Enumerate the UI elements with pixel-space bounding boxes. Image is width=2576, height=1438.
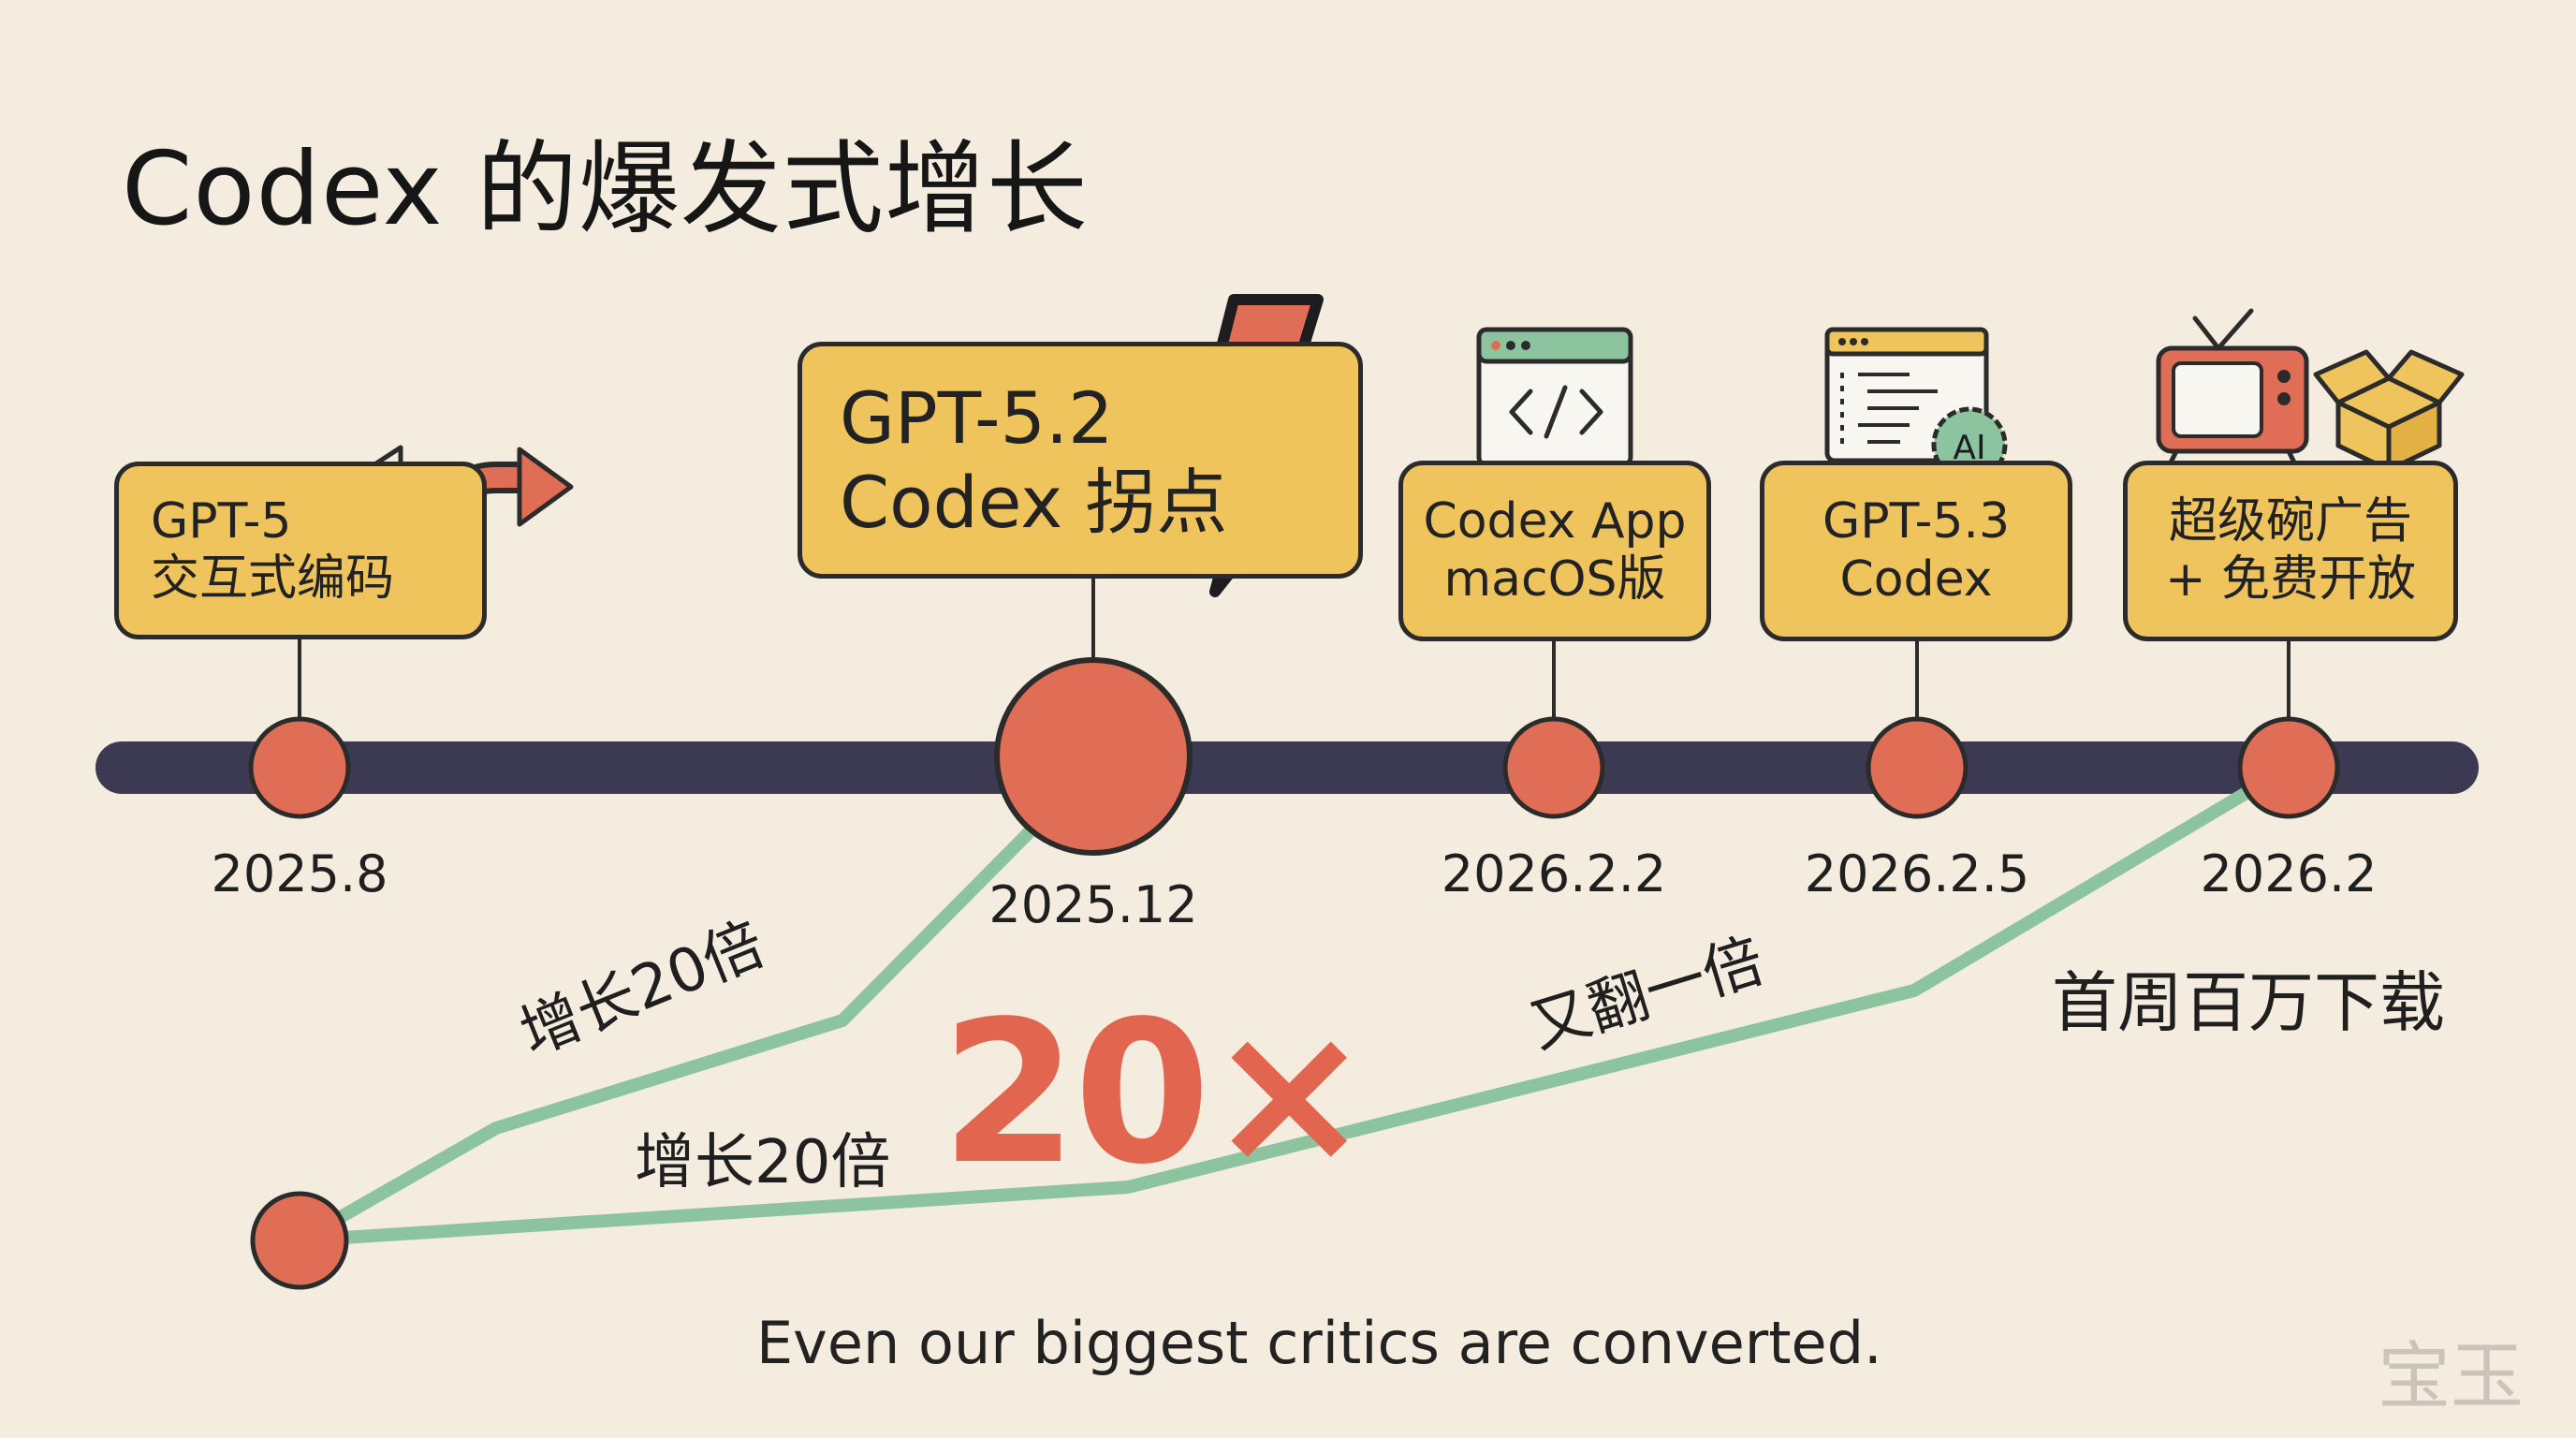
- date-label-4: 2026.2.5: [1804, 844, 2030, 903]
- milestone-card-superbowl: 超级碗广告 + 免费开放: [2123, 461, 2458, 641]
- milestone-5-line-2: + 免费开放: [2164, 550, 2417, 608]
- milestone-2-line-2: Codex 拐点: [840, 460, 1228, 544]
- milestone-2-line-1: GPT-5.2: [840, 375, 1114, 460]
- milestone-1-line-2: 交互式编码: [151, 550, 395, 607]
- milestone-4-line-1: GPT-5.3: [1822, 493, 2011, 550]
- milestone-card-codex-app: Codex App macOS版: [1398, 461, 1711, 641]
- date-label-5: 2026.2: [2200, 844, 2378, 903]
- code-window-icon: [1476, 327, 1633, 469]
- watermark: 宝玉: [2378, 1335, 2525, 1419]
- timeline-node-2: [994, 657, 1193, 856]
- milestone-card-gpt53: GPT-5.3 Codex: [1760, 461, 2072, 641]
- milestone-4-line-2: Codex: [1839, 550, 1993, 608]
- date-label-3: 2026.2.2: [1441, 844, 1667, 903]
- growth-label-lower: 增长20倍: [635, 1128, 891, 1197]
- multiplier-label: 20×: [941, 978, 1371, 1208]
- milestone-card-gpt52: GPT-5.2 Codex 拐点: [798, 342, 1363, 579]
- tv-icon: [2156, 308, 2309, 466]
- timeline-node-1: [248, 716, 351, 819]
- page-title: Codex 的爆发式增长: [122, 131, 1089, 248]
- ai-code-window-icon: AI: [1824, 327, 2008, 483]
- downloads-label: 首周百万下载: [2052, 964, 2445, 1041]
- box-icon: [2313, 349, 2465, 473]
- milestone-3-line-2: macOS版: [1443, 550, 1666, 608]
- growth-line-upper: [293, 761, 1100, 1247]
- timeline-node-4: [1866, 716, 1969, 819]
- timeline-node-3: [1502, 716, 1605, 819]
- timeline-node-5: [2237, 716, 2340, 819]
- milestone-1-line-1: GPT-5: [151, 492, 292, 550]
- date-label-1: 2025.8: [211, 844, 388, 903]
- date-label-2: 2025.12: [988, 875, 1198, 934]
- milestone-5-line-1: 超级碗广告: [2168, 493, 2412, 550]
- milestone-card-gpt5: GPT-5 交互式编码: [114, 462, 487, 639]
- growth-start-node: [250, 1191, 349, 1290]
- quote-caption: Even our biggest critics are converted.: [756, 1309, 1882, 1377]
- milestone-3-line-1: Codex App: [1423, 493, 1687, 550]
- growth-line-lower: [293, 761, 2295, 1247]
